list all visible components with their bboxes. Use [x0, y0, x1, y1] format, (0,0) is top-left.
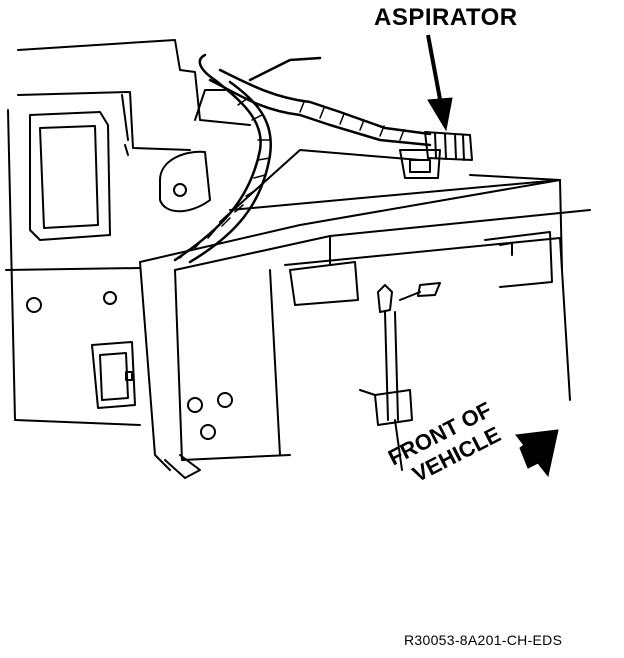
hose-ribs: [179, 97, 405, 259]
aspirator-body: [399, 131, 473, 179]
front-direction-arrow: [515, 429, 559, 478]
panel-holes: [26, 291, 233, 440]
figure-reference-code: R30053-8A201-CH-EDS: [404, 632, 563, 648]
mounting-bracket: [399, 231, 553, 301]
panel-slot: [91, 341, 136, 409]
aspirator-hose: [173, 53, 432, 264]
panel-opening: [29, 111, 129, 241]
aspirator-arrow: [426, 34, 453, 132]
aspirator-callout-label: ASPIRATOR: [374, 4, 518, 31]
firewall-panel: [5, 39, 251, 426]
support-structure: [139, 149, 591, 479]
hood-latch: [359, 284, 413, 471]
hose-bracket: [159, 89, 226, 213]
